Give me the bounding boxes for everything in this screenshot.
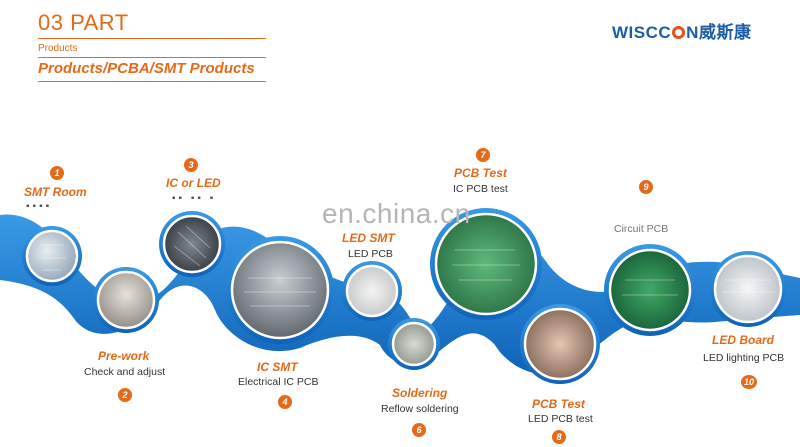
photo-ic-or-led: [162, 214, 222, 274]
divider: [38, 38, 266, 39]
photo-soldering: [391, 321, 437, 367]
step-desc-blurred: ▪▪▪▪: [26, 201, 53, 212]
brand-logo: WISCC N威斯康: [612, 18, 751, 43]
part-title: 03 PART: [38, 10, 129, 35]
step-number-badge: 8: [552, 430, 566, 444]
step-desc: Electrical IC PCB: [238, 376, 319, 388]
step-title: IC or LED: [166, 176, 221, 190]
step-title: SMT Room: [24, 185, 87, 199]
photo-pcb-test-ic: [434, 212, 538, 316]
step-title: Pre-work: [98, 349, 150, 363]
step-desc: LED lighting PCB: [703, 352, 785, 364]
step-desc: IC PCB test: [453, 183, 508, 195]
photo-circuit-pcb: [608, 248, 692, 332]
step-number-badge: 3: [184, 158, 198, 172]
step-number-badge: 9: [639, 180, 653, 194]
divider: [38, 57, 266, 58]
step-number-badge: 4: [278, 395, 292, 409]
step-desc-blurred: ▪▪ ▪▪ ▪: [172, 193, 217, 204]
divider: [38, 81, 266, 82]
watermark: en.china.cn: [322, 198, 471, 229]
step-title: LED SMT: [342, 231, 395, 245]
step-desc: Circuit PCB: [614, 223, 669, 235]
step-number-badge: 10: [741, 375, 757, 389]
logo-ring-icon: [672, 26, 686, 39]
photo-pre-work: [96, 270, 156, 330]
photo-led-board: [713, 254, 783, 324]
step-number-badge: 1: [50, 166, 64, 180]
step-desc: Reflow soldering: [381, 403, 459, 415]
step-title: LED Board: [712, 333, 775, 347]
step-number-badge: 6: [412, 423, 426, 437]
photo-smt-room: [25, 229, 79, 283]
photo-led-smt: [345, 264, 399, 318]
step-desc: Check and adjust: [84, 366, 166, 378]
step-desc: LED PCB test: [528, 413, 593, 425]
step-title: PCB Test: [532, 397, 585, 411]
photo-ic-smt: [230, 240, 330, 340]
logo-text-cn: 威斯康: [698, 23, 752, 43]
logo-text-b: N: [686, 23, 699, 42]
step-title: Soldering: [392, 386, 448, 400]
page-title: Products/PCBA/SMT Products: [38, 60, 255, 77]
step-title: PCB Test: [454, 166, 507, 180]
step-number-badge: 2: [118, 388, 132, 402]
photo-pcb-test-led: [523, 307, 597, 381]
products-subtitle: Products: [38, 43, 78, 54]
step-number-badge: 7: [476, 148, 490, 162]
step-desc: LED PCB: [348, 248, 393, 260]
step-title: IC SMT: [257, 360, 298, 374]
logo-text-a: WISCC: [612, 23, 672, 42]
